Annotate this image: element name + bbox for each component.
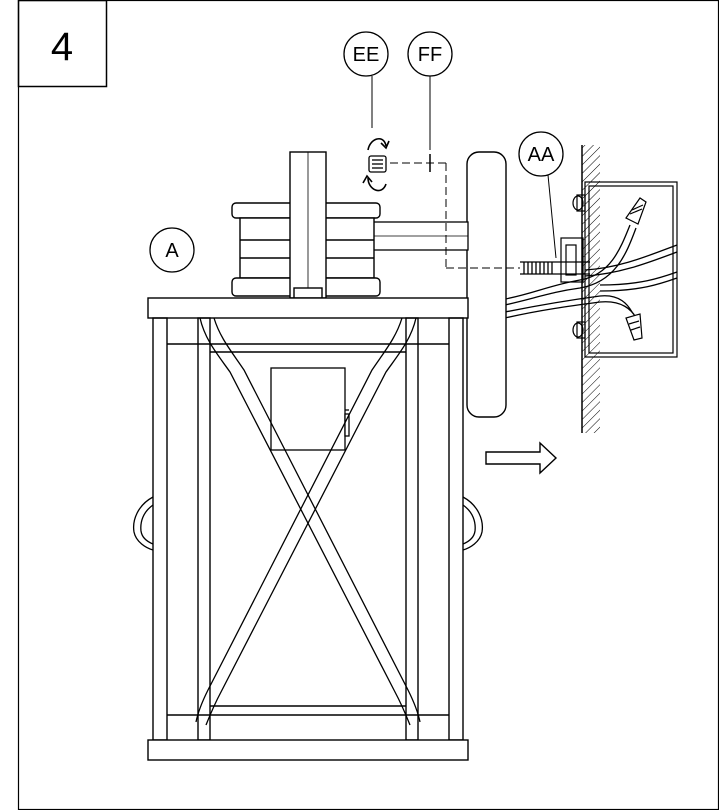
fixture-arm	[371, 221, 469, 251]
callout-ff: FF	[407, 31, 453, 77]
push-right-arrow-icon	[485, 441, 558, 475]
callout-aa-label: AA	[528, 144, 555, 166]
step-number-box: 4	[17, 0, 108, 88]
step-number: 4	[51, 25, 73, 69]
cap-nut	[368, 155, 387, 173]
callout-ee: EE	[343, 31, 389, 77]
wire-nut-lower	[625, 313, 643, 341]
rotate-arrows-icon	[362, 138, 390, 192]
callout-ee-label: EE	[353, 44, 380, 66]
socket-housing	[270, 367, 350, 451]
lantern-body	[147, 297, 469, 761]
alignment-guides	[390, 162, 520, 269]
callout-aa: AA	[518, 131, 564, 177]
callout-leaders	[371, 76, 557, 259]
callout-a-label: A	[165, 240, 179, 262]
wall-plate	[466, 151, 507, 418]
cross-braces	[195, 317, 421, 726]
side-handles	[132, 496, 484, 551]
threaded-nipple	[523, 262, 553, 274]
wall	[581, 145, 600, 433]
wiring	[499, 224, 678, 319]
wire-nut-upper	[625, 197, 647, 225]
callout-ff-label: FF	[418, 44, 442, 66]
callout-a: A	[149, 227, 195, 273]
hanging-bracket	[289, 151, 327, 299]
